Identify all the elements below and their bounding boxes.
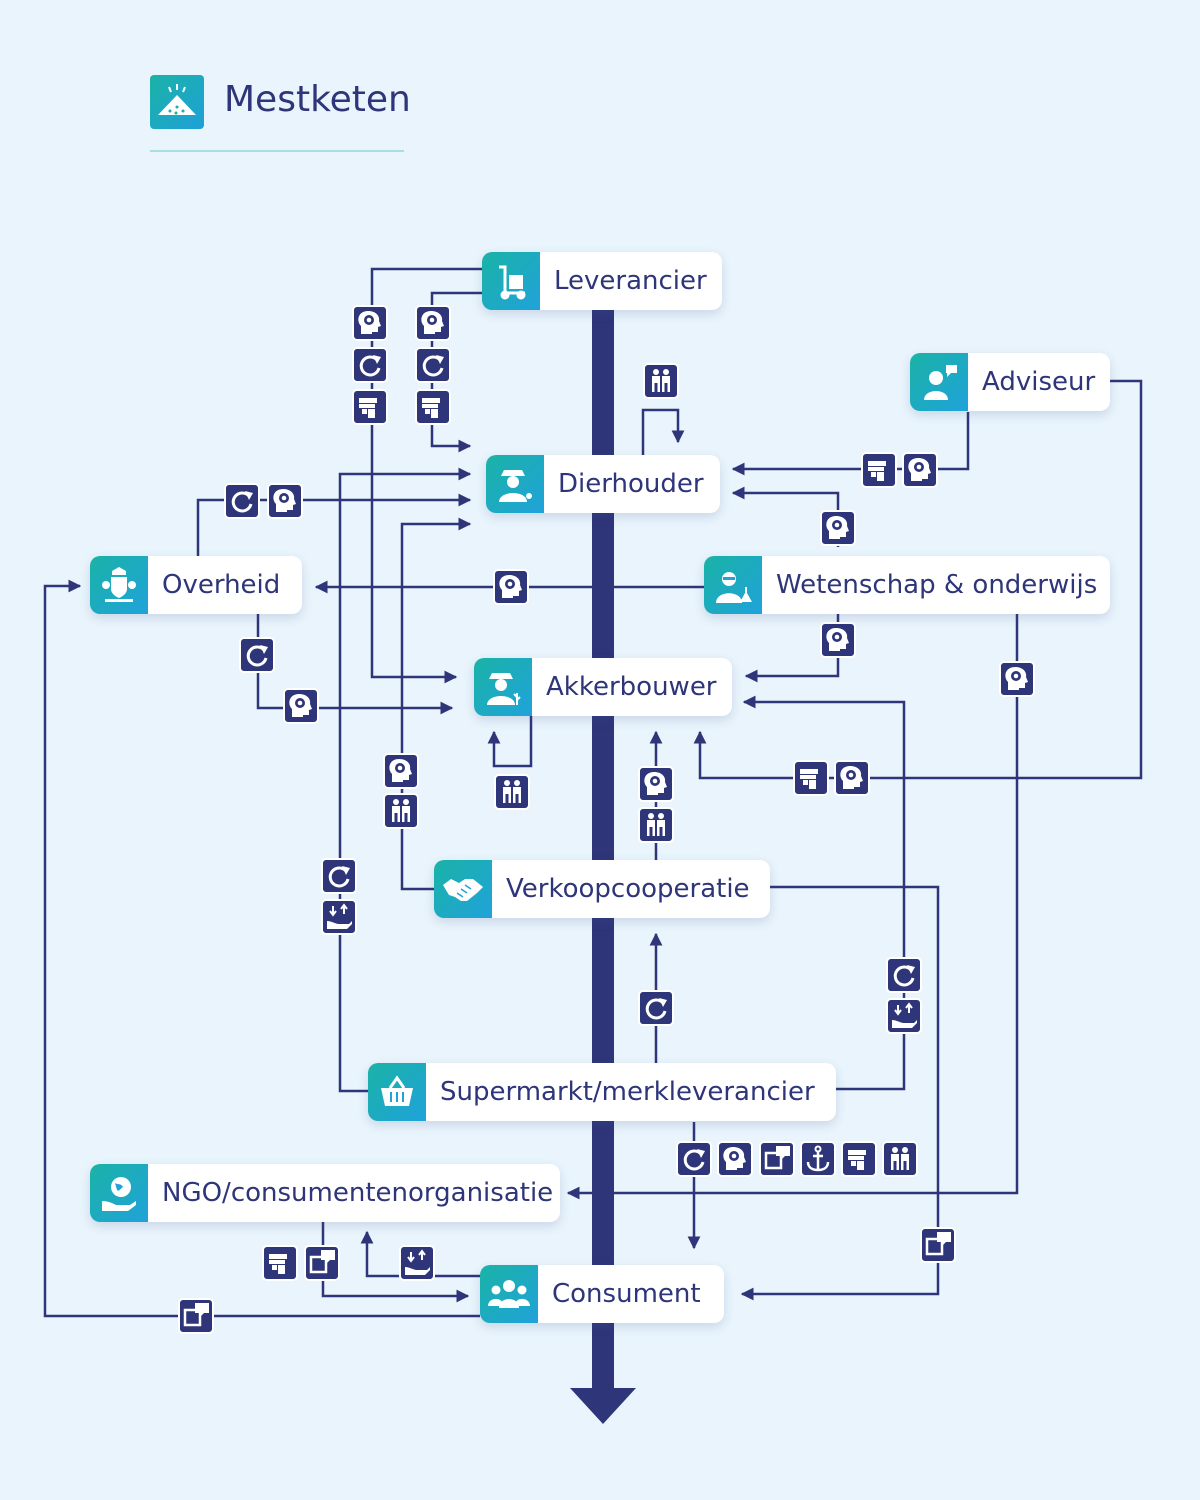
basket-icon <box>368 1063 426 1121</box>
exchange-icon <box>886 998 922 1034</box>
handshake-icon <box>434 860 492 918</box>
government-crest-icon <box>90 556 148 614</box>
relation-line <box>740 885 940 1301</box>
communication-icon <box>178 1298 214 1334</box>
circular-icon <box>239 637 275 673</box>
instruction-icon <box>262 1245 298 1281</box>
cooperation-icon <box>494 774 530 810</box>
relation-line <box>196 493 472 556</box>
farmer-animal-icon <box>486 455 544 513</box>
relation-line <box>338 467 472 1093</box>
node-label: Dierhouder <box>558 469 704 499</box>
exchange-icon <box>399 1245 435 1281</box>
relation-line <box>641 408 685 455</box>
circular-icon <box>415 347 451 383</box>
circular-icon <box>352 347 388 383</box>
node-consument: Consument <box>480 1265 724 1323</box>
relation-line <box>400 517 472 891</box>
communication-icon <box>759 1141 795 1177</box>
node-supermarkt: Supermarkt/merkleverancier <box>368 1063 836 1121</box>
relation-badges <box>178 305 1035 1334</box>
circular-icon <box>676 1141 712 1177</box>
node-akkerbouwer: Akkerbouwer <box>474 658 732 716</box>
spine-arrowhead <box>570 1388 636 1424</box>
node-leverancier: Leverancier <box>482 252 722 310</box>
instruction-icon <box>861 452 897 488</box>
knowledge-icon <box>267 483 303 519</box>
cooperation-icon <box>643 363 679 399</box>
cooperation-icon <box>882 1141 918 1177</box>
cooperation-icon <box>383 793 419 829</box>
knowledge-icon <box>902 452 938 488</box>
knowledge-icon <box>834 760 870 796</box>
knowledge-icon <box>820 510 856 546</box>
node-adviseur: Adviseur <box>910 353 1110 411</box>
instruction-icon <box>841 1141 877 1177</box>
node-label: Akkerbouwer <box>546 672 717 702</box>
communication-icon <box>304 1245 340 1281</box>
node-label: Adviseur <box>982 367 1096 397</box>
exchange-icon <box>321 899 357 935</box>
relation-line <box>360 1230 480 1278</box>
relation-line <box>43 579 480 1318</box>
title-divider <box>150 150 404 152</box>
knowledge-icon <box>283 688 319 724</box>
knowledge-icon <box>415 305 451 341</box>
anchor-icon <box>800 1141 836 1177</box>
node-ngo: NGO/consumentenorganisatie <box>90 1164 560 1222</box>
relation-line <box>566 614 1019 1200</box>
node-label: Consument <box>552 1279 701 1309</box>
hand-truck-icon <box>482 252 540 310</box>
knowledge-icon <box>717 1141 753 1177</box>
circular-icon <box>321 858 357 894</box>
relation-line <box>487 716 533 768</box>
node-overheid: Overheid <box>90 556 302 614</box>
communication-icon <box>920 1227 956 1263</box>
node-verkoopcooperatie: Verkoopcooperatie <box>434 860 770 918</box>
globe-hand-icon <box>90 1164 148 1222</box>
manure-pile-icon <box>150 75 204 129</box>
node-label: NGO/consumentenorganisatie <box>162 1178 554 1208</box>
knowledge-icon <box>383 753 419 789</box>
node-label: Supermarkt/merkleverancier <box>440 1077 815 1107</box>
knowledge-icon <box>638 766 674 802</box>
node-label: Leverancier <box>554 266 707 296</box>
node-label: Wetenschap & onderwijs <box>776 570 1098 600</box>
node-dierhouder: Dierhouder <box>486 455 720 513</box>
page-title: Mestketen <box>224 79 411 120</box>
circular-icon <box>638 990 674 1026</box>
relation-line <box>321 1222 470 1303</box>
knowledge-icon <box>352 305 388 341</box>
instruction-icon <box>352 389 388 425</box>
node-label: Verkoopcooperatie <box>506 874 750 904</box>
instruction-icon <box>415 389 451 425</box>
scientist-icon <box>704 556 762 614</box>
relation-line <box>693 379 1143 780</box>
circular-icon <box>886 957 922 993</box>
advisor-icon <box>910 353 968 411</box>
relation-line <box>742 695 906 1091</box>
knowledge-icon <box>820 622 856 658</box>
instruction-icon <box>793 760 829 796</box>
circular-icon <box>224 483 260 519</box>
node-wetenschap: Wetenschap & onderwijs <box>704 556 1110 614</box>
node-label: Overheid <box>162 570 281 600</box>
farmer-crop-icon <box>474 658 532 716</box>
relation-line <box>731 412 970 476</box>
knowledge-icon <box>999 661 1035 697</box>
people-group-icon <box>480 1265 538 1323</box>
cooperation-icon <box>638 807 674 843</box>
knowledge-icon <box>493 569 529 605</box>
